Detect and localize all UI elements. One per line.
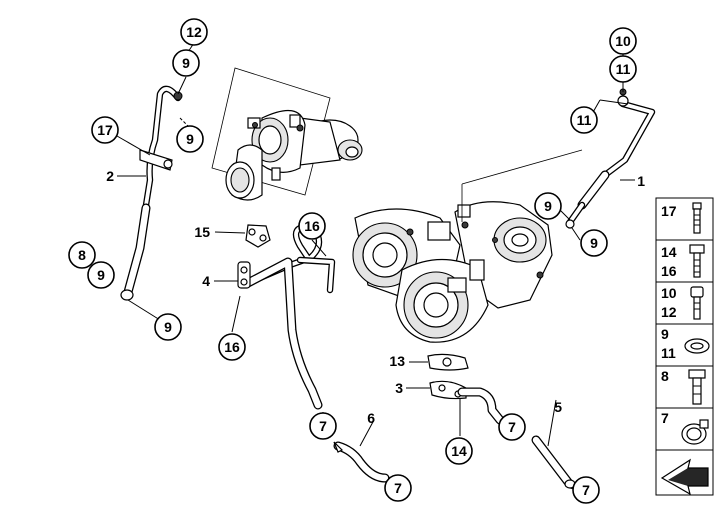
legend-row-8: 8 [655,365,714,409]
label-1: 1 [637,173,645,189]
legend-row-7: 7 [655,407,714,451]
callout-16-lower: 16 [218,333,246,361]
hose-part-5 [531,435,576,489]
legend-row-14-16: 14 16 [655,239,714,283]
callout-11-top: 11 [609,55,637,83]
callout-9-left: 9 [87,261,115,289]
svg-text:7: 7 [508,419,516,435]
legend-row-arrow [655,449,714,496]
svg-text:9: 9 [544,198,552,214]
svg-text:12: 12 [186,24,202,40]
callout-7-b: 7 [384,474,412,502]
svg-text:9: 9 [164,319,172,335]
callout-11-mid: 11 [570,106,598,134]
flange-part-3 [429,380,505,425]
label-13: 13 [389,353,405,369]
label-5: 5 [554,399,562,415]
oil-feed-line-part-1 [565,88,656,229]
sealing-ring-icon [684,338,710,354]
svg-text:9: 9 [186,131,194,147]
svg-text:11: 11 [577,112,592,128]
svg-text:16: 16 [224,339,240,355]
hex-bolt-icon [689,244,705,278]
svg-text:8: 8 [78,247,86,263]
banjo-bolt-icon [690,286,704,320]
callout-10: 10 [609,27,637,55]
oil-line-part-2 [120,85,183,301]
svg-text:7: 7 [661,410,669,426]
callout-17: 17 [91,116,119,144]
svg-text:7: 7 [319,418,327,434]
callout-9-top: 9 [172,49,200,77]
svg-text:7: 7 [394,480,402,496]
plain-labels: 2 15 4 13 3 6 5 1 [106,168,645,426]
callout-14: 14 [445,437,473,465]
svg-text:7: 7 [582,482,590,498]
turbo-assembly-small [211,67,363,201]
callout-7-d: 7 [572,476,600,504]
svg-text:9: 9 [661,326,669,342]
legend-row-17: 17 [655,197,714,241]
label-3: 3 [395,380,403,396]
svg-text:16: 16 [304,218,320,234]
hose-part-6 [333,441,390,483]
svg-text:14: 14 [451,443,467,459]
callout-12: 12 [180,18,208,46]
svg-text:11: 11 [661,345,676,361]
label-15: 15 [194,224,210,240]
svg-text:10: 10 [615,33,631,49]
svg-text:10: 10 [661,285,677,301]
legend-row-9-11: 9 11 [655,323,714,367]
svg-text:9: 9 [182,55,190,71]
svg-text:16: 16 [661,263,677,279]
svg-text:12: 12 [661,304,677,320]
callout-9-right-a: 9 [534,192,562,220]
svg-text:14: 14 [661,244,677,260]
svg-text:9: 9 [590,235,598,251]
svg-text:8: 8 [661,368,669,384]
fitting-bolt-icon [688,369,706,405]
oil-return-line-part-4 [237,224,336,410]
label-6: 6 [367,410,375,426]
label-4: 4 [202,273,210,289]
svg-text:11: 11 [616,61,631,77]
gasket-part-15 [245,224,271,248]
svg-text:17: 17 [661,203,677,219]
gasket-part-13 [427,353,469,371]
hose-clamp-icon [681,419,709,445]
label-2: 2 [106,168,114,184]
turbo-assembly-main [352,149,583,343]
callout-9-bottom-left: 9 [154,313,182,341]
callout-16-upper: 16 [298,212,326,240]
callout-9-right-b: 9 [580,229,608,257]
callout-8: 8 [68,241,96,269]
legend-row-10-12: 10 12 [655,281,714,325]
callout-7-a: 7 [309,412,337,440]
svg-text:9: 9 [97,267,105,283]
callout-7-c: 7 [498,413,526,441]
callout-9-box: 9 [176,125,204,153]
parts-legend: 17 14 16 10 12 [655,197,714,496]
svg-text:17: 17 [97,122,113,138]
callouts: 12 9 9 17 8 9 9 16 16 10 11 11 9 9 7 7 7… [68,18,637,504]
stud-bolt-icon [692,202,702,234]
